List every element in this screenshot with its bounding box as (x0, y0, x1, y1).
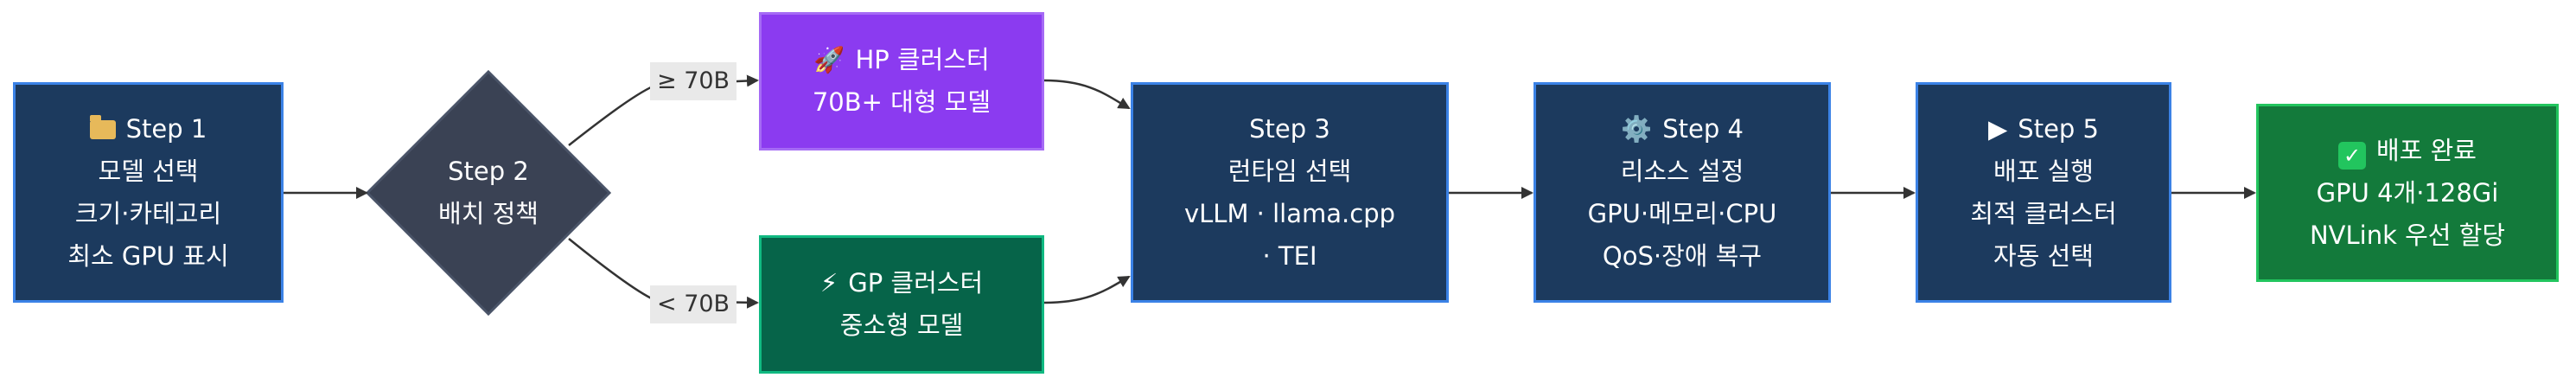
edge-label-lower: < 70B (650, 285, 737, 323)
edge-hp-to-step3 (1043, 79, 1131, 110)
step3-node: Step 3 런타임 선택 vLLM · llama.cpp · TEI (1131, 82, 1449, 303)
step4-title: ⚙️Step 4 (1621, 108, 1744, 150)
hp-line-1: 70B+ 대형 모델 (812, 87, 992, 117)
gp-title: ⚡GP 클러스터 (820, 262, 983, 304)
step3-title: Step 3 (1249, 113, 1330, 144)
done-title: ✓배포 완료 (2338, 130, 2477, 172)
step2-diamond (365, 69, 612, 317)
edge-gp-to-step3 (1043, 275, 1131, 304)
step1-line-3: 최소 GPU 표시 (67, 240, 229, 271)
rocket-icon: 🚀 (813, 45, 845, 74)
step3-line-3: · TEI (1262, 240, 1317, 271)
step5-line-1: 배포 실행 (1993, 156, 2094, 186)
gp-line-1: 중소형 모델 (839, 310, 964, 340)
deploy-complete-node: ✓배포 완료 GPU 4개·128Gi NVLink 우선 할당 (2256, 104, 2559, 282)
step5-title: ▶Step 5 (1988, 108, 2099, 150)
step3-line-2: vLLM · llama.cpp (1183, 198, 1396, 228)
step2-node: Step 2 배치 정책 (402, 141, 575, 245)
step5-line-2: 최적 클러스터 (1970, 198, 2117, 228)
step2-title: Step 2 (448, 157, 529, 186)
play-icon: ▶ (1987, 113, 2008, 144)
edge-label-upper: ≥ 70B (650, 62, 737, 100)
step1-title: Step 1 (89, 108, 207, 150)
gp-cluster-node: ⚡GP 클러스터 중소형 모델 (759, 235, 1044, 374)
step4-line-3: QoS·장애 복구 (1602, 240, 1763, 271)
step1-line-1: 모델 선택 (98, 156, 199, 186)
step1-line-2: 크기·카테고리 (74, 198, 222, 228)
hp-title: 🚀HP 클러스터 (813, 39, 989, 81)
folder-icon (89, 114, 116, 139)
step2-line-1: 배치 정책 (438, 199, 539, 228)
step4-node: ⚙️Step 4 리소스 설정 GPU·메모리·CPU QoS·장애 복구 (1533, 82, 1831, 303)
done-line-1: GPU 4개·128Gi (2316, 177, 2499, 208)
gear-icon: ⚙️ (1621, 113, 1653, 144)
step5-line-3: 자동 선택 (1993, 240, 2094, 271)
step4-line-1: 리소스 설정 (1620, 156, 1744, 186)
step1-node: Step 1 모델 선택 크기·카테고리 최소 GPU 표시 (13, 82, 284, 303)
step5-node: ▶Step 5 배포 실행 최적 클러스터 자동 선택 (1916, 82, 2171, 303)
check-icon: ✓ (2338, 141, 2367, 170)
step4-line-2: GPU·메모리·CPU (1587, 198, 1777, 228)
hp-cluster-node: 🚀HP 클러스터 70B+ 대형 모델 (759, 12, 1044, 150)
done-line-2: NVLink 우선 할당 (2309, 220, 2506, 250)
lightning-icon: ⚡ (819, 268, 838, 298)
step3-line-1: 런타임 선택 (1227, 156, 1352, 186)
